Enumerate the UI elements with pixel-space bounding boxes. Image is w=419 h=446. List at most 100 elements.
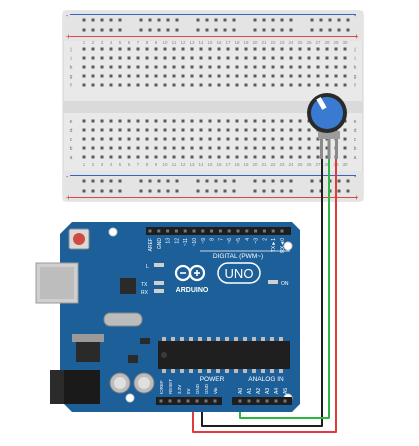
breadboard-hole-c[interactable] xyxy=(226,137,230,141)
digital-pin[interactable] xyxy=(183,229,187,233)
breadboard-hole-f[interactable] xyxy=(343,83,347,87)
breadboard-hole-e[interactable] xyxy=(271,119,275,123)
breadboard-hole-j[interactable] xyxy=(181,47,185,51)
breadboard-hole-c[interactable] xyxy=(127,137,131,141)
rail-hole[interactable] xyxy=(214,189,218,193)
breadboard-hole-h[interactable] xyxy=(334,65,338,69)
breadboard-hole-c[interactable] xyxy=(172,137,176,141)
breadboard-hole-f[interactable] xyxy=(154,83,158,87)
rail-hole[interactable] xyxy=(175,18,179,22)
breadboard-hole-h[interactable] xyxy=(91,65,95,69)
breadboard-hole-h[interactable] xyxy=(199,65,203,69)
rail-hole[interactable] xyxy=(175,28,179,32)
rail-hole[interactable] xyxy=(166,179,170,183)
rail-hole[interactable] xyxy=(346,28,350,32)
rail-hole[interactable] xyxy=(223,189,227,193)
rail-hole[interactable] xyxy=(328,18,332,22)
analog-pin[interactable] xyxy=(247,399,251,403)
breadboard-hole-e[interactable] xyxy=(199,119,203,123)
rail-hole[interactable] xyxy=(280,189,284,193)
rail-hole[interactable] xyxy=(157,179,161,183)
breadboard-hole-a[interactable] xyxy=(91,155,95,159)
rail-hole[interactable] xyxy=(337,28,341,32)
rail-hole[interactable] xyxy=(253,28,257,32)
breadboard-hole-b[interactable] xyxy=(91,146,95,150)
breadboard-hole-c[interactable] xyxy=(199,137,203,141)
breadboard-hole-a[interactable] xyxy=(163,155,167,159)
breadboard-hole-c[interactable] xyxy=(100,137,104,141)
breadboard-hole-d[interactable] xyxy=(91,128,95,132)
breadboard-hole-g[interactable] xyxy=(253,74,257,78)
breadboard-hole-e[interactable] xyxy=(253,119,257,123)
breadboard-hole-d[interactable] xyxy=(172,128,176,132)
breadboard-hole-g[interactable] xyxy=(100,74,104,78)
rail-hole[interactable] xyxy=(118,18,122,22)
breadboard-hole-j[interactable] xyxy=(343,47,347,51)
rail-hole[interactable] xyxy=(91,189,95,193)
breadboard-hole-j[interactable] xyxy=(217,47,221,51)
rail-hole[interactable] xyxy=(289,18,293,22)
rail-hole[interactable] xyxy=(205,28,209,32)
rail-hole[interactable] xyxy=(223,18,227,22)
analog-pin[interactable] xyxy=(256,399,260,403)
digital-pin[interactable] xyxy=(271,229,275,233)
breadboard-hole-g[interactable] xyxy=(271,74,275,78)
breadboard-hole-h[interactable] xyxy=(280,65,284,69)
rail-hole[interactable] xyxy=(262,189,266,193)
breadboard-hole-b[interactable] xyxy=(262,146,266,150)
breadboard-hole-h[interactable] xyxy=(172,65,176,69)
digital-header-pins[interactable] xyxy=(148,229,284,233)
breadboard-hole-d[interactable] xyxy=(208,128,212,132)
rail-hole[interactable] xyxy=(271,18,275,22)
breadboard-hole-g[interactable] xyxy=(199,74,203,78)
breadboard-hole-c[interactable] xyxy=(253,137,257,141)
breadboard-hole-h[interactable] xyxy=(181,65,185,69)
analog-pin[interactable] xyxy=(265,399,269,403)
breadboard-hole-c[interactable] xyxy=(217,137,221,141)
breadboard-hole-d[interactable] xyxy=(235,128,239,132)
power-pin[interactable] xyxy=(177,399,181,403)
rail-hole[interactable] xyxy=(289,28,293,32)
rail-hole[interactable] xyxy=(109,179,113,183)
power-header-pins[interactable] xyxy=(159,399,217,403)
breadboard-hole-i[interactable] xyxy=(271,56,275,60)
breadboard-hole-a[interactable] xyxy=(100,155,104,159)
breadboard-hole-g[interactable] xyxy=(334,74,338,78)
breadboard-hole-h[interactable] xyxy=(253,65,257,69)
breadboard-hole-g[interactable] xyxy=(325,74,329,78)
reset-button[interactable] xyxy=(73,233,85,245)
breadboard-hole-b[interactable] xyxy=(208,146,212,150)
breadboard-hole-j[interactable] xyxy=(127,47,131,51)
breadboard-hole-g[interactable] xyxy=(181,74,185,78)
rail-hole[interactable] xyxy=(139,179,143,183)
breadboard-hole-i[interactable] xyxy=(217,56,221,60)
breadboard-hole-f[interactable] xyxy=(235,83,239,87)
breadboard-hole-d[interactable] xyxy=(253,128,257,132)
breadboard-hole-b[interactable] xyxy=(244,146,248,150)
rail-hole[interactable] xyxy=(214,28,218,32)
breadboard-hole-j[interactable] xyxy=(91,47,95,51)
digital-pin[interactable] xyxy=(210,229,214,233)
breadboard-hole-g[interactable] xyxy=(316,74,320,78)
rail-hole[interactable] xyxy=(289,179,293,183)
breadboard-hole-i[interactable] xyxy=(334,56,338,60)
breadboard-hole-e[interactable] xyxy=(118,119,122,123)
rail-hole[interactable] xyxy=(82,18,86,22)
breadboard-hole-a[interactable] xyxy=(289,155,293,159)
breadboard-hole-f[interactable] xyxy=(82,83,86,87)
breadboard-hole-h[interactable] xyxy=(109,65,113,69)
breadboard-hole-c[interactable] xyxy=(208,137,212,141)
breadboard-hole-i[interactable] xyxy=(82,56,86,60)
breadboard-hole-a[interactable] xyxy=(109,155,113,159)
rail-hole[interactable] xyxy=(82,189,86,193)
breadboard-hole-e[interactable] xyxy=(100,119,104,123)
breadboard-hole-a[interactable] xyxy=(127,155,131,159)
breadboard-hole-h[interactable] xyxy=(343,65,347,69)
breadboard-hole-f[interactable] xyxy=(289,83,293,87)
breadboard-hole-i[interactable] xyxy=(262,56,266,60)
breadboard-hole-b[interactable] xyxy=(127,146,131,150)
breadboard-hole-c[interactable] xyxy=(244,137,248,141)
